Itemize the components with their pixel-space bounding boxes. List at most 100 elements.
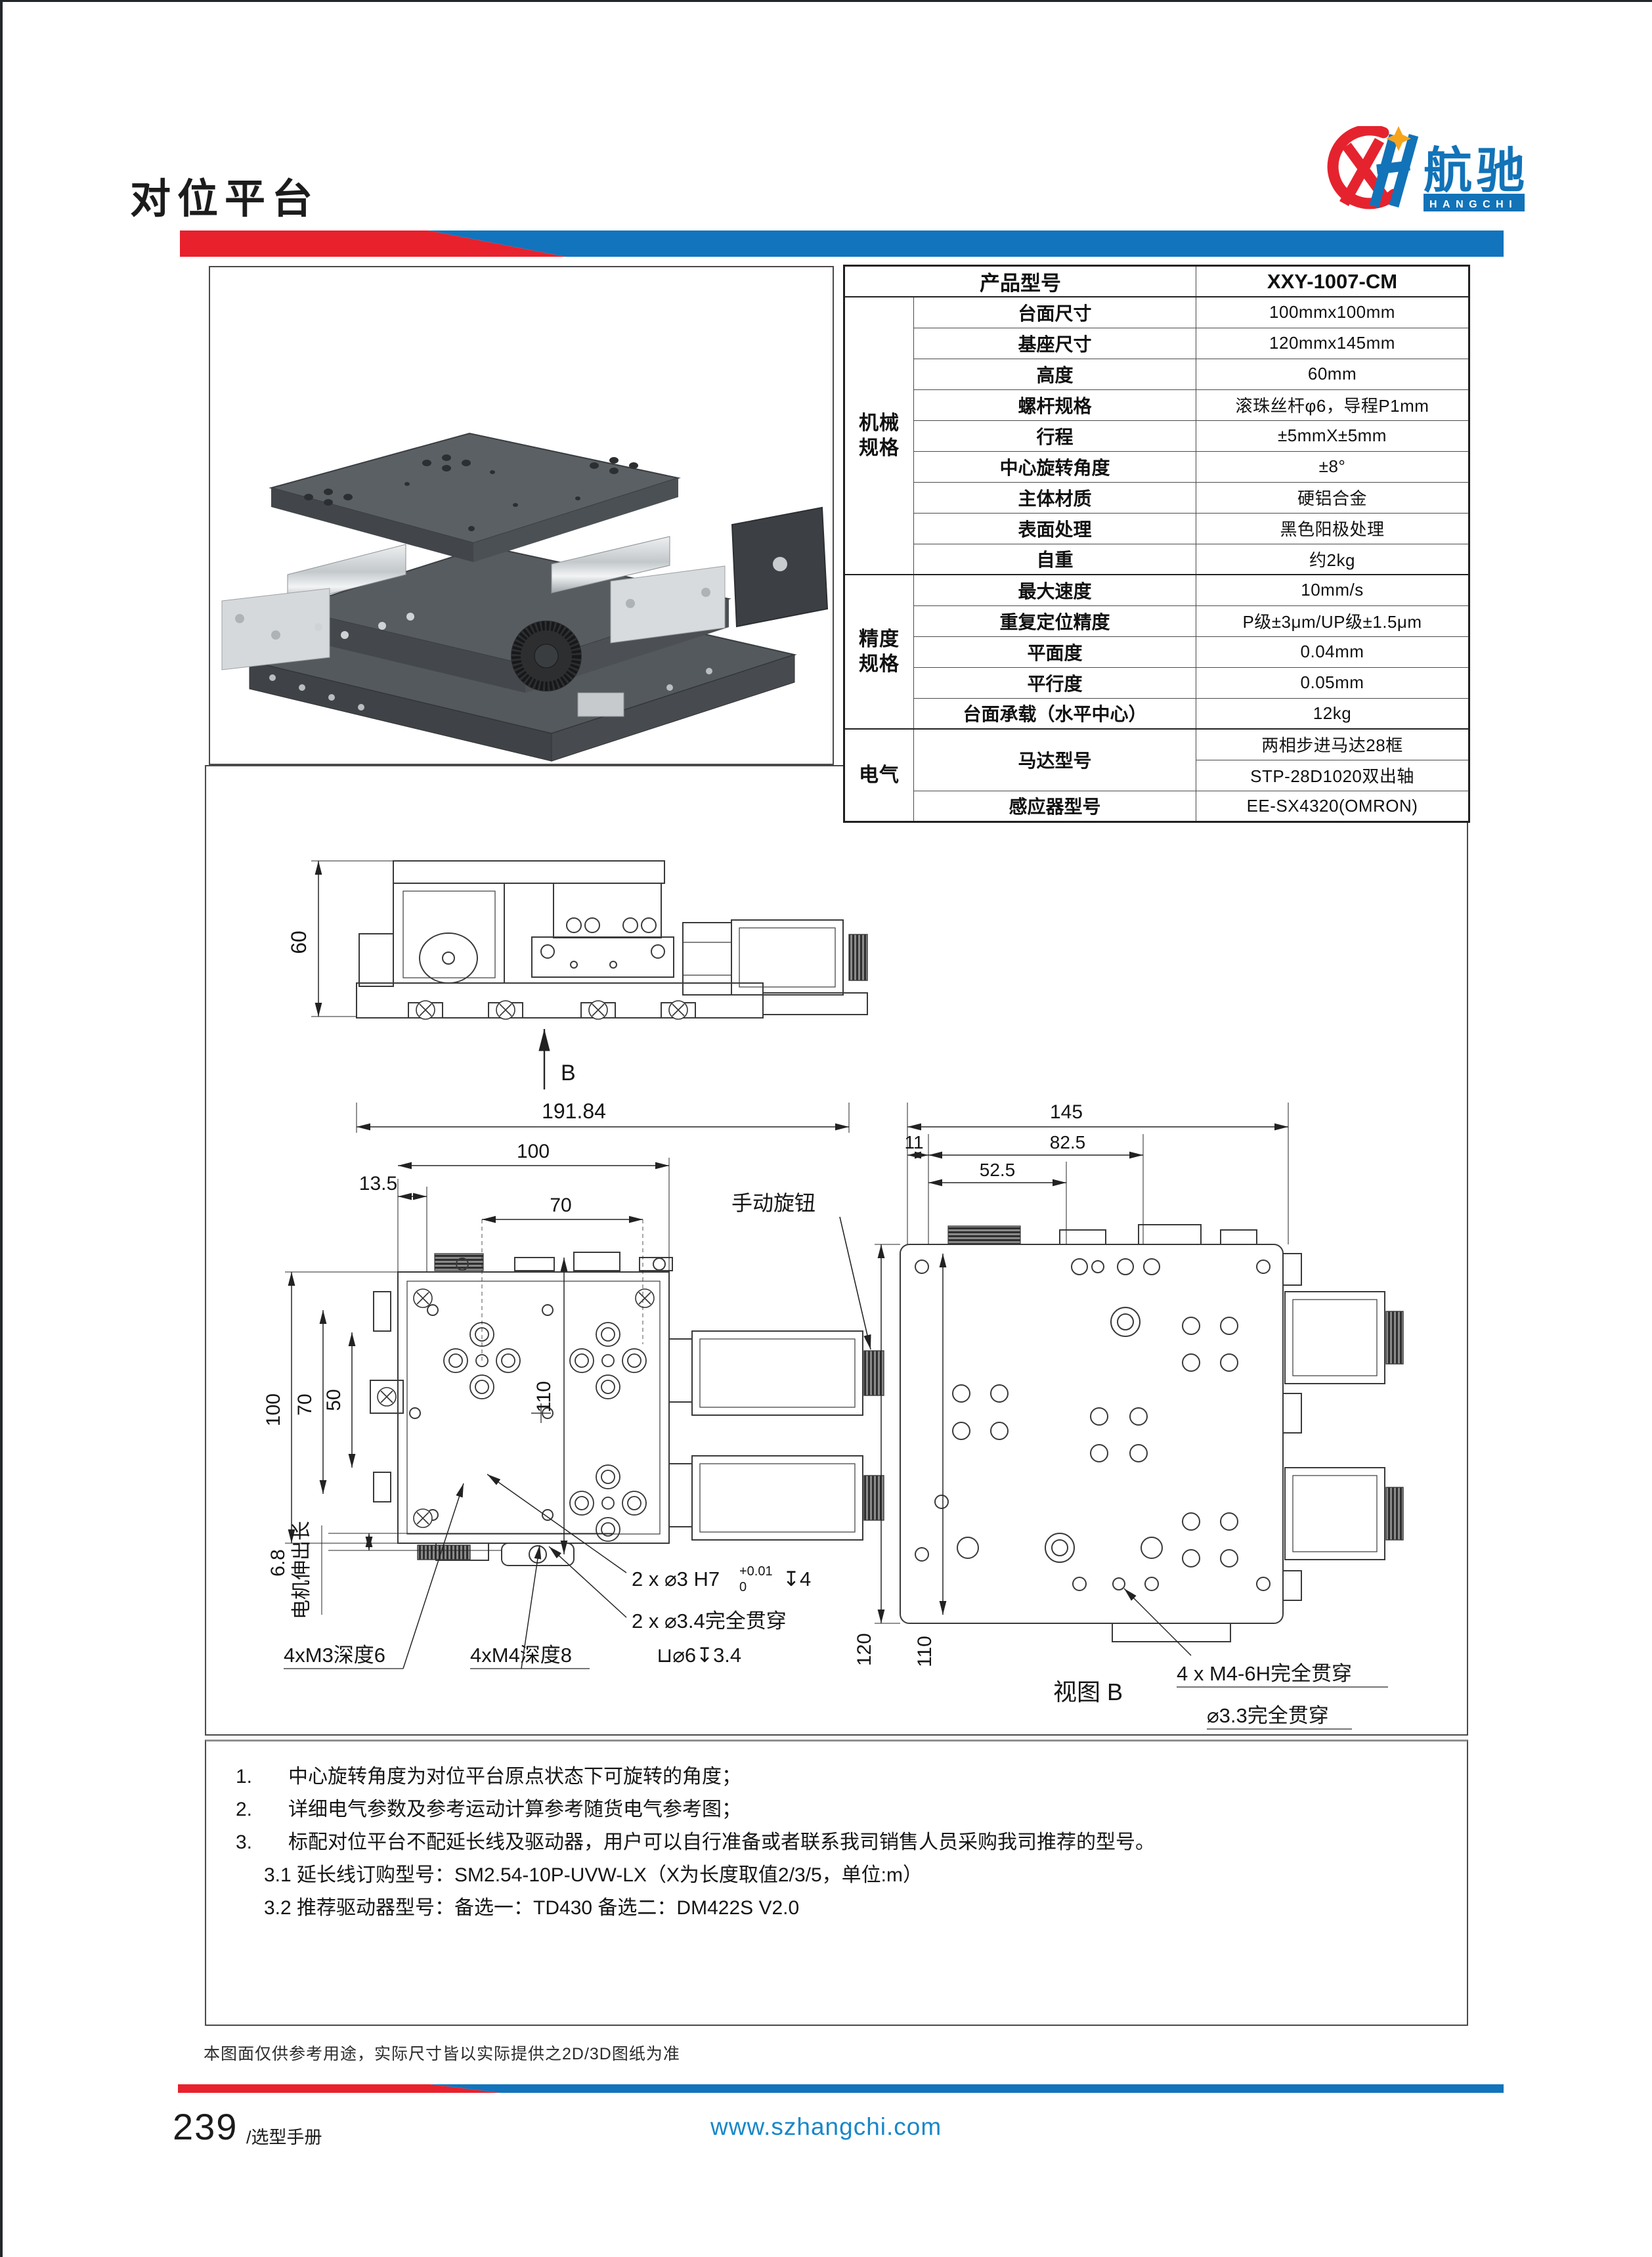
row-value: 12kg	[1196, 697, 1469, 730]
footer-band-red	[178, 2084, 500, 2093]
motor-label: 马达型号	[913, 728, 1196, 791]
row-value: 黑色阳极处理	[1196, 512, 1469, 544]
svg-text:110: 110	[533, 1381, 555, 1413]
svg-text:82.5: 82.5	[1050, 1132, 1086, 1152]
product-render	[221, 432, 829, 762]
row-label: 自重	[913, 543, 1196, 575]
row-label: 高度	[913, 358, 1196, 390]
plan-view-callouts: 2 x ⌀3 H7 +0.01 0 ↧4 2 x ⌀3.4完全贯穿 ⊔⌀6↧3.…	[284, 1474, 811, 1669]
catalog-label: /选型手册	[246, 2128, 322, 2147]
page-title: 对位平台	[130, 177, 320, 222]
disclaimer-text: 本图面仅供参考用途，实际尺寸皆以实际提供之2D/3D图纸为准	[204, 2045, 680, 2063]
footer-band	[0, 2084, 1652, 2093]
svg-text:4 x M4-6H完全贯穿: 4 x M4-6H完全贯穿	[1177, 1662, 1352, 1685]
svg-text:60: 60	[287, 931, 311, 954]
row-label: 螺杆规格	[913, 389, 1196, 421]
view-b-dims: 145 11 82.5 52.5 120 110 视图 B 4 x M4-6H完…	[854, 1101, 1388, 1730]
svg-text:70: 70	[550, 1194, 571, 1216]
row-value: 10mm/s	[1196, 574, 1469, 606]
row-value: 硬铝合金	[1196, 481, 1469, 514]
row-label: 行程	[913, 420, 1196, 452]
footer-band-blue	[430, 2084, 1504, 2093]
product-image-box	[209, 266, 834, 765]
plan-view	[370, 1252, 884, 1566]
notes-box: 1. 中心旋转角度为对位平台原点状态下可旋转的角度； 2. 详细电气参数及参考运动计…	[205, 1740, 1468, 2026]
row-value: 滚珠丝杆φ6，导程P1mm	[1196, 389, 1469, 421]
row-label: 重复定位精度	[913, 605, 1196, 637]
svg-text:120: 120	[854, 1633, 875, 1666]
page-edge-left	[0, 0, 3, 2257]
row-value: 0.05mm	[1196, 667, 1469, 699]
website-link[interactable]: www.szhangchi.com	[710, 2113, 942, 2140]
note-1: 1. 中心旋转角度为对位平台原点状态下可旋转的角度；	[236, 1760, 741, 1789]
header-band	[0, 230, 1652, 257]
row-label: 基座尺寸	[913, 327, 1196, 359]
note-1-text: 中心旋转角度为对位平台原点状态下可旋转的角度；	[288, 1766, 741, 1787]
plan-view-dims: 100 13.5 70 手动旋钮 100 70 50 110	[263, 1141, 871, 1619]
note-2-text: 详细电气参数及参考运动计算参考随货电气参考图；	[288, 1799, 741, 1820]
note-3-text: 标配对位平台不配延长线及驱动器，用户可以自行准备或者联系我司销售人员采购我司推荐…	[288, 1831, 1155, 1853]
view-b	[900, 1224, 1404, 1642]
logo-cn-text: 航驰	[1424, 143, 1529, 198]
row-value: 100mmx100mm	[1196, 296, 1469, 328]
svg-text:6.8: 6.8	[267, 1549, 289, 1577]
group-precision: 精度规格	[844, 574, 914, 730]
page-edge-top	[0, 0, 1652, 2]
row-value: 120mmx145mm	[1196, 327, 1469, 359]
note-2-number: 2.	[236, 1799, 253, 1820]
model-value: XXY-1007-CM	[1196, 265, 1469, 297]
svg-text:70: 70	[294, 1393, 316, 1415]
row-label: 台面尺寸	[913, 296, 1196, 328]
header-band-blue	[428, 230, 1504, 257]
side-view-dims: 60 B 191.84	[287, 860, 850, 1133]
row-label: 平面度	[913, 636, 1196, 668]
side-view	[356, 860, 868, 1020]
svg-text:4xM3深度6: 4xM3深度6	[284, 1644, 385, 1667]
svg-text:电机伸出长: 电机伸出长	[291, 1521, 313, 1619]
row-value: 60mm	[1196, 358, 1469, 390]
row-label: 主体材质	[913, 481, 1196, 514]
logo-en-text: HANGCHI	[1429, 199, 1517, 210]
technical-drawing: 60 B 191.84	[263, 860, 1404, 1730]
svg-text:50: 50	[323, 1389, 345, 1411]
sensor-value: EE-SX4320(OMRON)	[1196, 790, 1469, 822]
svg-text:2 x ⌀3.4完全贯穿: 2 x ⌀3.4完全贯穿	[632, 1610, 787, 1632]
row-value: 约2kg	[1196, 543, 1469, 575]
svg-text:100: 100	[517, 1141, 550, 1162]
row-label: 平行度	[913, 667, 1196, 699]
company-logo: 航驰 HANGCHI	[1310, 126, 1536, 221]
svg-text:52.5: 52.5	[980, 1160, 1016, 1180]
svg-text:13.5: 13.5	[359, 1173, 397, 1194]
row-value: 0.04mm	[1196, 636, 1469, 668]
svg-text:191.84: 191.84	[542, 1099, 606, 1123]
svg-text:110: 110	[914, 1636, 936, 1667]
group-mechanical: 机械规格	[844, 296, 914, 575]
page-number: 239	[173, 2106, 238, 2147]
note-3: 3. 标配对位平台不配延长线及驱动器，用户可以自行准备或者联系我司销售人员采购我司…	[236, 1826, 1155, 1854]
row-label: 台面承载（水平中心）	[913, 697, 1196, 730]
motor-value-1: 两相步进马达28框	[1196, 728, 1469, 760]
svg-text:0: 0	[739, 1580, 747, 1594]
technical-drawing-box: 60 B 191.84	[205, 765, 1468, 1736]
sensor-label: 感应器型号	[913, 790, 1196, 822]
row-label: 表面处理	[913, 512, 1196, 544]
svg-text:B: B	[561, 1061, 576, 1085]
note-1-number: 1.	[236, 1766, 253, 1787]
note-3-2: 3.2 推荐驱动器型号：备选一：TD430 备选二：DM422S V2.0	[264, 1897, 800, 1919]
note-3-number: 3.	[236, 1831, 253, 1853]
row-label: 中心旋转角度	[913, 450, 1196, 483]
svg-text:11: 11	[904, 1132, 923, 1152]
svg-text:↧4: ↧4	[783, 1567, 811, 1590]
svg-text:145: 145	[1050, 1101, 1083, 1123]
svg-text:2 x ⌀3 H7: 2 x ⌀3 H7	[632, 1567, 720, 1590]
group-electrical: 电气	[844, 728, 914, 822]
svg-text:+0.01: +0.01	[739, 1564, 773, 1579]
note-3-1: 3.1 延长线订购型号：SM2.54-10P-UVW-LX（X为长度取值2/3/…	[264, 1864, 923, 1886]
model-label: 产品型号	[844, 265, 1196, 297]
row-value: ±5mmX±5mm	[1196, 420, 1469, 452]
svg-text:⌀3.3完全贯穿: ⌀3.3完全贯穿	[1207, 1704, 1329, 1727]
row-value: P级±3μm/UP级±1.5μm	[1196, 605, 1469, 637]
note-2: 2. 详细电气参数及参考运动计算参考随货电气参考图；	[236, 1793, 741, 1822]
